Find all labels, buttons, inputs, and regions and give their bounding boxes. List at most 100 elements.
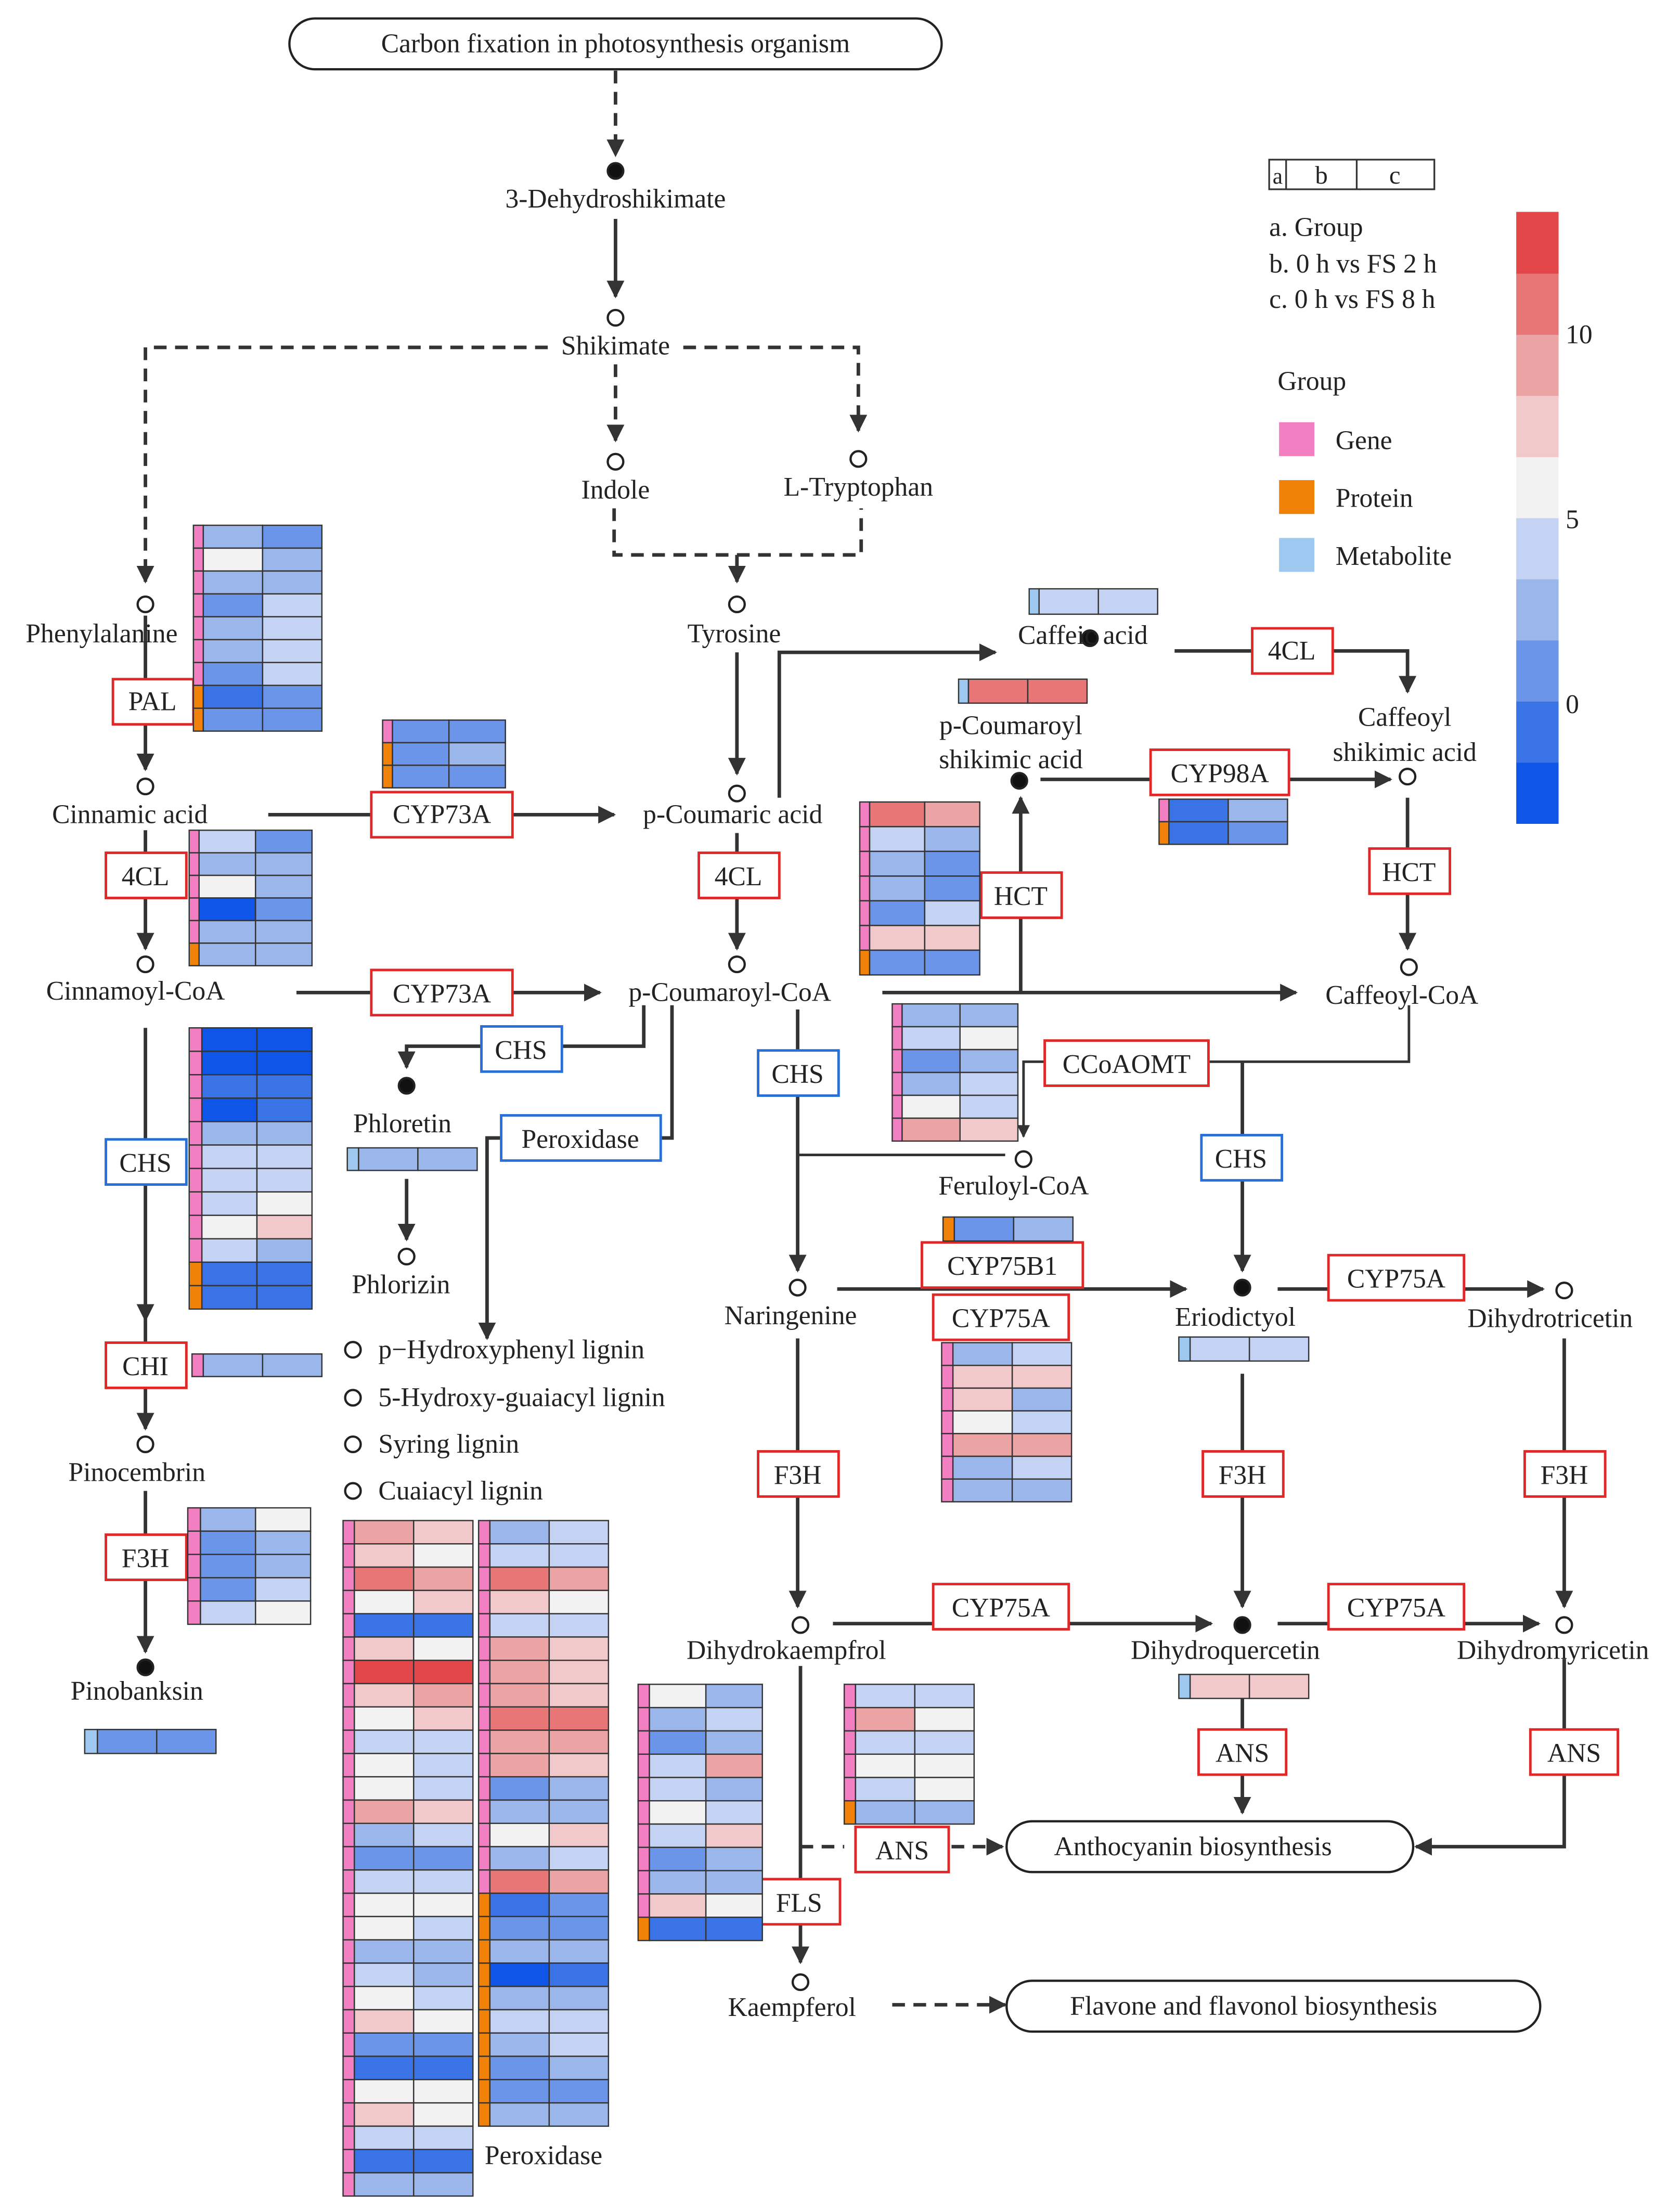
heatmap-cell-b xyxy=(202,684,264,709)
heatmap-group-cell xyxy=(843,1777,857,1802)
heatmap-cell-c xyxy=(262,547,323,572)
enzyme-cyp75a-3[interactable]: CYP75A xyxy=(932,1583,1070,1631)
enzyme-hct-2[interactable]: HCT xyxy=(1368,847,1452,895)
enzyme-ans-2[interactable]: ANS xyxy=(1529,1728,1620,1776)
node-phloretin xyxy=(397,1077,416,1095)
heatmap-cell-b xyxy=(198,874,256,899)
heatmap-group-cell xyxy=(637,1730,650,1755)
heatmap-cell-c xyxy=(548,2079,610,2104)
heatmap-cell-b xyxy=(201,1238,258,1263)
enzyme-cyp73a-2[interactable]: CYP73A xyxy=(370,968,514,1017)
enzyme-fls[interactable]: FLS xyxy=(758,1878,842,1926)
heatmap-cell-c xyxy=(413,1659,474,1685)
enzyme-pal[interactable]: PAL xyxy=(111,678,195,726)
heatmap-group-cell xyxy=(1158,821,1170,845)
enzyme-4cl-1-label: 4CL xyxy=(122,862,170,891)
legend-line-b: b. 0 h vs FS 2 h xyxy=(1269,249,1437,279)
heatmap-cell-c xyxy=(1011,1433,1072,1457)
heatmap-cell-b xyxy=(901,1003,961,1028)
enzyme-pal-label: PAL xyxy=(128,687,177,717)
enzyme-4cl-3[interactable]: 4CL xyxy=(1251,627,1334,675)
enzyme-hct-2-label: HCT xyxy=(1382,858,1436,887)
enzyme-f3h-2[interactable]: F3H xyxy=(1201,1450,1285,1498)
enzyme-cyp73a-1[interactable]: CYP73A xyxy=(370,791,514,839)
label-pcoumaroylcoa: p-Coumaroyl-CoA xyxy=(629,978,832,1007)
node-feruloylcoa xyxy=(1014,1150,1032,1168)
enzyme-cyp75b1[interactable]: CYP75B1 xyxy=(920,1241,1084,1289)
heatmap-cell-c xyxy=(262,639,323,663)
heatmap-group-cell xyxy=(477,1729,491,1754)
label-cinnamoylcoa: Cinnamoyl-CoA xyxy=(46,976,225,1006)
node-naringenine xyxy=(789,1278,807,1297)
heatmap-group-cell xyxy=(891,1071,903,1096)
heatmap-group-cell xyxy=(188,1121,203,1146)
heatmap-group-cell xyxy=(342,1566,355,1592)
enzyme-f3h-3[interactable]: F3H xyxy=(1523,1450,1607,1498)
heatmap-cell-b xyxy=(1189,1336,1250,1362)
pathway-box-anthocyanin[interactable] xyxy=(1005,1820,1415,1873)
enzyme-4cl-1[interactable]: 4CL xyxy=(105,851,188,899)
pathway-box-top[interactable] xyxy=(288,17,943,71)
heatmap-cell-c xyxy=(255,1530,312,1555)
heatmap-cell-c xyxy=(548,2055,610,2080)
enzyme-chs-1[interactable]: CHS xyxy=(480,1025,563,1073)
enzyme-hct-1-label: HCT xyxy=(994,882,1048,911)
heatmap-cell-b xyxy=(869,925,926,951)
heatmap-cell-b xyxy=(354,2172,415,2197)
heatmap-cell-c xyxy=(413,2055,474,2080)
heatmap-group-cell xyxy=(342,1659,355,1685)
heatmap-cell-c xyxy=(256,1285,313,1310)
heatmap-group-cell xyxy=(637,1823,650,1848)
node-eriodictyol xyxy=(1233,1278,1251,1297)
node-tyrosine xyxy=(728,595,746,614)
heatmap-cell-b xyxy=(855,1800,916,1825)
heatmap-group-cell xyxy=(342,1846,355,1871)
enzyme-4cl-3-label: 4CL xyxy=(1268,636,1316,666)
enzyme-cyp75a-2[interactable]: CYP75A xyxy=(1327,1253,1466,1302)
heatmap-group-cell xyxy=(1178,1336,1191,1362)
enzyme-chi[interactable]: CHI xyxy=(105,1341,188,1389)
enzyme-f3h-1-label: F3H xyxy=(774,1460,822,1490)
heatmap-cell-b xyxy=(354,1636,415,1661)
node-dihydroquercetin xyxy=(1233,1616,1251,1634)
enzyme-ans-3[interactable]: ANS xyxy=(854,1826,950,1873)
enzyme-ccoaomt[interactable]: CCoAOMT xyxy=(1043,1039,1210,1087)
label-pinobanksin: Pinobanksin xyxy=(71,1676,203,1706)
node-lignin3 xyxy=(344,1435,362,1454)
heatmap-cell-c xyxy=(255,1554,312,1579)
label-pinocembrin: Pinocembrin xyxy=(69,1458,206,1488)
heatmap-cell-c xyxy=(914,1730,975,1755)
enzyme-f3h-4[interactable]: F3H xyxy=(105,1533,188,1581)
enzyme-hct-1[interactable]: HCT xyxy=(979,871,1063,919)
heatmap-chi xyxy=(191,1353,323,1377)
enzyme-ans-1[interactable]: ANS xyxy=(1197,1728,1288,1776)
label-naringenine: Naringenine xyxy=(725,1301,857,1330)
enzyme-cyp98a[interactable]: CYP98A xyxy=(1149,748,1290,796)
heatmap-group-cell xyxy=(859,925,871,951)
heatmap-cell-b xyxy=(489,1916,550,1941)
heatmap-cell-b xyxy=(489,1566,550,1592)
label-caffeoylshik-1: Caffeoyl xyxy=(1358,702,1451,732)
enzyme-chs-2[interactable]: CHS xyxy=(757,1049,840,1097)
label-phenylalanine: Phenylalanine xyxy=(25,619,177,649)
heatmap-cell-b xyxy=(201,1074,258,1099)
enzyme-f3h-1[interactable]: F3H xyxy=(757,1450,840,1498)
enzyme-cyp75b1-label: CYP75B1 xyxy=(947,1251,1057,1281)
heatmap-cell-b xyxy=(392,719,450,744)
heatmap-cell-c xyxy=(548,1753,610,1778)
enzyme-cyp75a-1[interactable]: CYP75A xyxy=(932,1293,1070,1341)
enzyme-chs-4[interactable]: CHS xyxy=(1200,1134,1284,1182)
node-caffeic xyxy=(1081,629,1099,648)
enzyme-ans-3-label: ANS xyxy=(875,1836,929,1866)
heatmap-group-cell xyxy=(188,1168,203,1193)
enzyme-peroxidase[interactable]: Peroxidase xyxy=(500,1114,662,1162)
heatmap-cell-c xyxy=(914,1706,975,1732)
enzyme-cyp75a-4[interactable]: CYP75A xyxy=(1327,1583,1466,1631)
heatmap-group-cell xyxy=(382,765,393,789)
enzyme-4cl-2[interactable]: 4CL xyxy=(697,851,781,899)
enzyme-chs-3[interactable]: CHS xyxy=(105,1138,188,1186)
scale-tick-0: 0 xyxy=(1566,690,1579,719)
heatmap-cell-b xyxy=(354,1613,415,1638)
pathway-box-flavone[interactable] xyxy=(1005,1980,1542,2033)
color-scale-step xyxy=(1516,212,1559,274)
